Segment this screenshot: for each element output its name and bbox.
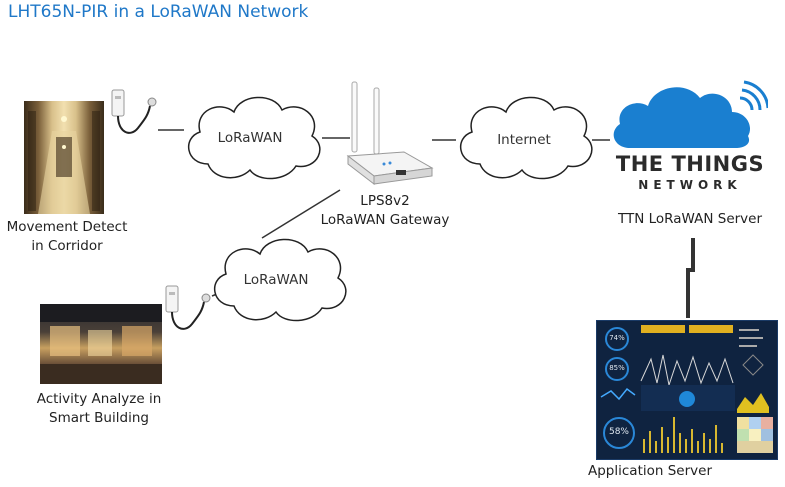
- gateway-label-line1: LPS8v2: [360, 193, 410, 209]
- lorawan-cloud-top: [187, 96, 321, 180]
- gateway-label-line2: LoRaWAN Gateway: [320, 212, 450, 228]
- gauge-value: 74%: [609, 334, 625, 342]
- gauge-value: 58%: [608, 427, 629, 437]
- building-label-line1: Activity Analyze in: [36, 391, 162, 407]
- link-cloud2-gateway: [261, 189, 341, 239]
- cloud-label-bottom: LoRaWAN: [243, 272, 309, 288]
- corridor-label-line1: Movement Detect: [6, 219, 128, 235]
- cloud-label-top: LoRaWAN: [217, 130, 283, 146]
- ttn-logo-text-line2: NETWORK: [638, 178, 742, 192]
- building-label-line2: Smart Building: [49, 410, 149, 426]
- gauge-value: 85%: [609, 364, 625, 372]
- ttn-cloud-logo-icon: [613, 80, 768, 148]
- application-server-dashboard: 74% 85% 58%: [596, 320, 778, 460]
- pir-sensor-icon: [165, 285, 211, 330]
- smart-building-photo: [40, 304, 162, 384]
- ttn-caption: TTN LoRaWAN Server: [617, 211, 763, 227]
- pir-sensor-icon: [111, 89, 157, 134]
- app-server-caption: Application Server: [588, 463, 712, 479]
- cloud-label-internet: Internet: [497, 132, 551, 148]
- lorawan-cloud-bottom: [213, 238, 347, 322]
- gateway-device-icon: [346, 81, 434, 186]
- ttn-logo-text-line1: THE THINGS: [615, 152, 765, 176]
- corridor-label-line2: in Corridor: [31, 238, 103, 254]
- internet-cloud: [459, 96, 593, 180]
- page-title: LHT65N-PIR in a LoRaWAN Network: [8, 2, 309, 22]
- corridor-photo: [24, 101, 104, 214]
- link-ttn-appserver: [686, 238, 695, 318]
